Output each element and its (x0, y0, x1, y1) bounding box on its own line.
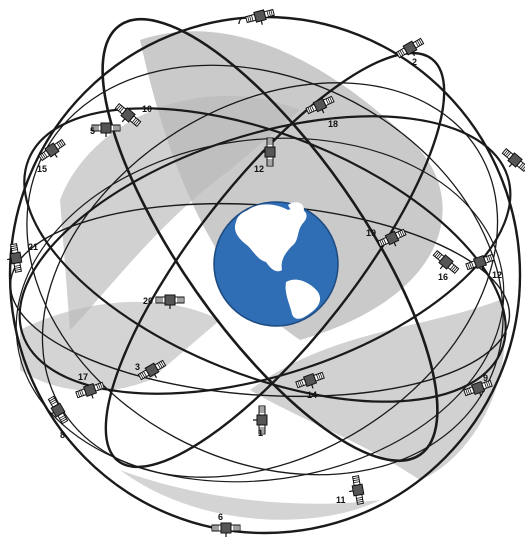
satellite-label: 5 (90, 126, 95, 136)
satellite-label: 21 (28, 242, 38, 252)
satellite-label: 12 (254, 164, 264, 174)
satellite-label: 2 (412, 57, 417, 67)
satellite-label: 12 (492, 270, 502, 280)
satellite-label: 1 (258, 428, 263, 438)
satellite-label: 9 (483, 373, 488, 383)
satellite-label: 3 (135, 362, 140, 372)
satellite-label: 6 (218, 512, 223, 522)
satellite-label: 17 (78, 372, 88, 382)
satellite-label: 19 (366, 228, 376, 238)
satellite-icon (395, 37, 426, 63)
satellite-label: 7 (237, 16, 242, 26)
satellite-label: 8 (60, 430, 65, 440)
satellite-icon (498, 147, 525, 176)
satellite-icon (212, 523, 240, 537)
satellite-label: 18 (328, 119, 338, 129)
satellite-label: 16 (438, 272, 448, 282)
satellite-label: 15 (37, 164, 47, 174)
satellite-label: 11 (336, 495, 346, 505)
earth-globe-icon (214, 202, 338, 326)
satellite-label: 20 (143, 296, 153, 306)
satellite-label: 14 (307, 390, 317, 400)
satellite-label: 10 (142, 104, 152, 114)
satellite-icon (347, 475, 366, 505)
